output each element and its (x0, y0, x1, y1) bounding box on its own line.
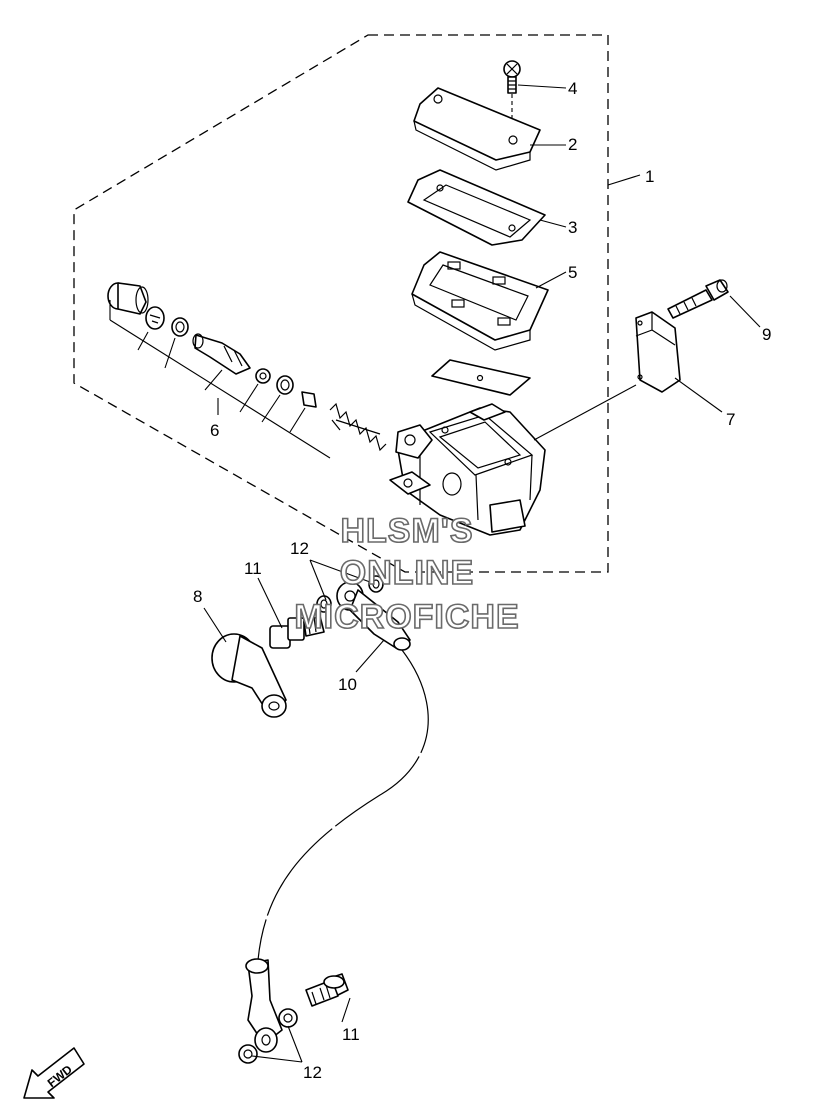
callout-11-upper: 11 (244, 559, 262, 578)
leader-lines (203, 84, 761, 1063)
callout-3: 3 (568, 218, 577, 237)
part-6-piston-kit (107, 282, 387, 459)
callout-10: 10 (338, 675, 357, 694)
callout-2: 2 (568, 135, 577, 154)
part-3-diaphragm-plate (407, 169, 546, 246)
callout-6: 6 (210, 421, 219, 440)
part-8-boot (211, 633, 287, 718)
callout-12-upper: 12 (290, 539, 309, 558)
part-2-reservoir-cap (413, 87, 541, 171)
callout-1: 1 (645, 167, 654, 186)
assembly-boundary (73, 34, 609, 573)
callout-11-lower: 11 (342, 1025, 360, 1044)
callout-9: 9 (762, 325, 771, 344)
watermark-line-3: MICROFICHE (294, 598, 519, 636)
part-12-washers-upper (316, 575, 384, 613)
callout-5: 5 (568, 263, 577, 282)
part-10-brake-hose (245, 581, 429, 1053)
fwd-arrow-icon: FWD (23, 1047, 85, 1099)
callout-7: 7 (726, 410, 735, 429)
callout-4: 4 (568, 79, 577, 98)
part-11-banjo-bolt-lower (305, 973, 349, 1007)
part-9-bolt (667, 279, 729, 319)
part-11-banjo-bolt-upper (269, 615, 325, 649)
master-cylinder-body (389, 403, 546, 536)
float-plate (431, 359, 531, 396)
watermark-line-1: HLSM'S (340, 512, 473, 550)
part-7-bracket (635, 311, 681, 393)
part-5-diaphragm (411, 251, 549, 351)
callout-12-lower: 12 (303, 1063, 322, 1082)
watermark-line-2: ONLINE (340, 554, 474, 592)
callout-8: 8 (193, 587, 202, 606)
watermark: HLSM'S ONLINE MICROFICHE (294, 511, 520, 637)
